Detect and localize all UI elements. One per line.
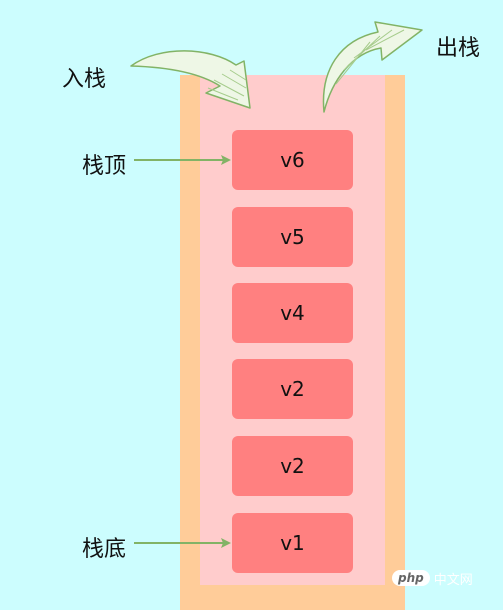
stack-element: v5 — [232, 207, 353, 267]
top-pointer-arrow-icon — [134, 155, 231, 165]
stack-element: v2 — [232, 436, 353, 496]
bottom-pointer-arrow-icon — [134, 538, 231, 548]
watermark: php 中文网 — [392, 560, 503, 596]
bottom-label: 栈底 — [82, 537, 127, 562]
push-label: 入栈 — [62, 67, 107, 92]
stack-element: v2 — [232, 359, 353, 419]
top-label: 栈顶 — [82, 154, 127, 179]
stack-element: v4 — [232, 283, 353, 343]
pop-label: 出栈 — [436, 36, 481, 61]
stack-element: v1 — [232, 513, 353, 573]
stack-element: v6 — [232, 130, 353, 190]
watermark-site: 中文网 — [433, 572, 473, 588]
push-arrow-icon — [130, 50, 251, 109]
pop-arrow-icon — [322, 21, 423, 113]
php-logo: php — [392, 570, 430, 586]
